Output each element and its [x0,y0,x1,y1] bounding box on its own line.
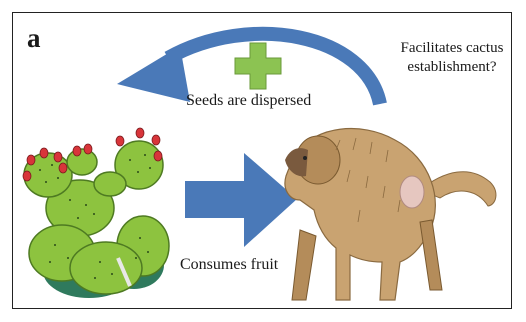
plus-icon [235,43,281,89]
consumes-fruit-label: Consumes fruit [180,256,278,274]
baboon-illustration [285,129,496,300]
arrow-right-icon [185,153,297,247]
cactus-illustration [23,128,169,298]
facilitates-establishment-label: Facilitates cactus establishment? [393,39,511,77]
seeds-dispersed-label: Seeds are dispersed [186,92,311,110]
panel-letter: a [27,23,41,54]
